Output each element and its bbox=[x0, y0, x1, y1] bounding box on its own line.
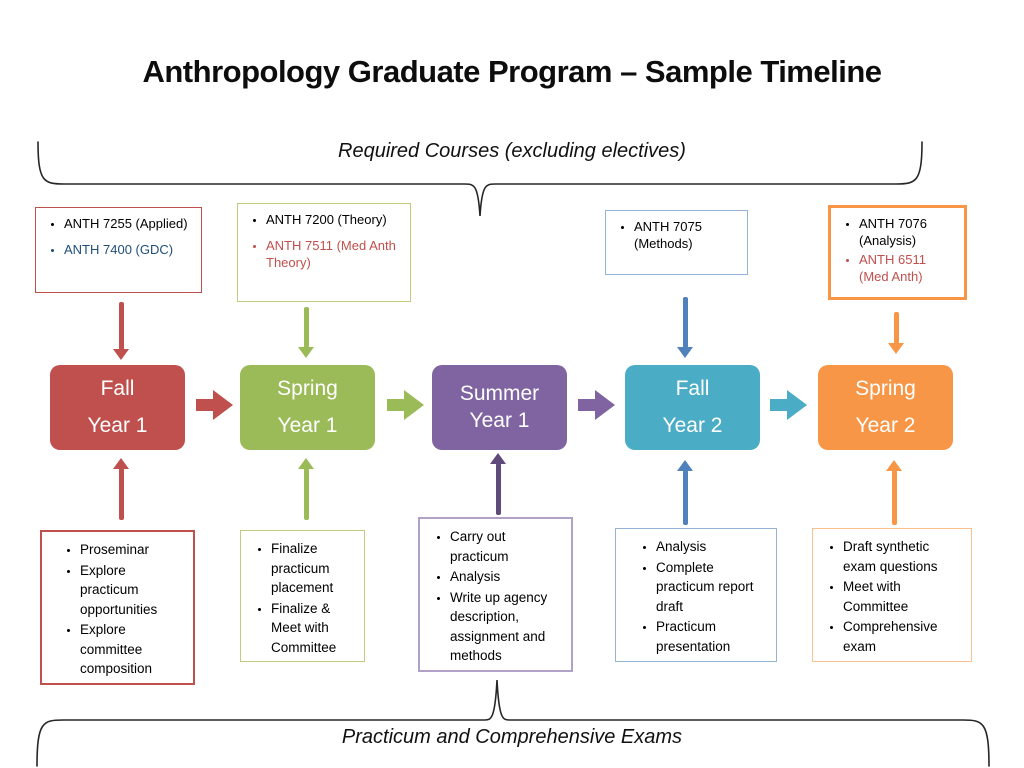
required-courses-label: Required Courses (excluding electives) bbox=[338, 140, 686, 162]
arrow-courses-to-spring-y2 bbox=[888, 312, 904, 354]
task-item: Analysis bbox=[656, 537, 770, 557]
arrow-courses-to-spring-y1 bbox=[298, 307, 314, 358]
course-item: ANTH 7511 (Med Anth Theory) bbox=[266, 238, 404, 272]
arrow-tasks-to-fall-y2 bbox=[677, 460, 693, 525]
task-item: Comprehensive exam bbox=[843, 617, 965, 656]
bottom-brace bbox=[36, 679, 990, 767]
course-box-spring-y2: ANTH 7076 (Analysis) ANTH 6511 (Med Anth… bbox=[828, 205, 967, 300]
timeline-box-spring-y2: Spring Year 2 bbox=[818, 365, 953, 450]
task-box-spring-y2: Draft synthetic exam questions Meet with… bbox=[812, 528, 972, 662]
task-box-summer-y1: Carry out practicum Analysis Write up ag… bbox=[418, 517, 573, 672]
course-item: ANTH 7075 (Methods) bbox=[634, 219, 741, 253]
practicum-exams-label: Practicum and Comprehensive Exams bbox=[341, 726, 683, 748]
task-item: Analysis bbox=[450, 567, 565, 587]
timeline-box-fall-y2: Fall Year 2 bbox=[625, 365, 760, 450]
task-item: Explore committee composition bbox=[80, 620, 187, 679]
arrow-spring-y1-to-summer-y1 bbox=[387, 390, 424, 420]
task-item: Carry out practicum bbox=[450, 527, 565, 566]
task-item: Proseminar bbox=[80, 540, 187, 560]
task-item: Complete practicum report draft bbox=[656, 558, 770, 617]
task-item: Write up agency description, assignment … bbox=[450, 588, 565, 666]
task-item: Finalize practicum placement bbox=[271, 539, 358, 598]
course-item: ANTH 7076 (Analysis) bbox=[859, 216, 958, 250]
task-item: Finalize & Meet with Committee bbox=[271, 599, 358, 658]
task-item: Meet with Committee bbox=[843, 577, 965, 616]
task-box-spring-y1: Finalize practicum placement Finalize & … bbox=[240, 530, 365, 662]
arrow-tasks-to-spring-y2 bbox=[886, 460, 902, 525]
course-box-spring-y1: ANTH 7200 (Theory) ANTH 7511 (Med Anth T… bbox=[237, 203, 411, 302]
course-item: ANTH 7255 (Applied) bbox=[64, 216, 195, 233]
course-item: ANTH 7400 (GDC) bbox=[64, 242, 195, 259]
task-item: Draft synthetic exam questions bbox=[843, 537, 965, 576]
timeline-box-summer-y1: Summer Year 1 bbox=[432, 365, 567, 450]
arrow-tasks-to-fall-y1 bbox=[113, 458, 129, 520]
timeline-box-spring-y1: Spring Year 1 bbox=[240, 365, 375, 450]
arrow-courses-to-fall-y1 bbox=[113, 302, 129, 360]
arrow-tasks-to-summer-y1 bbox=[490, 453, 506, 515]
arrow-courses-to-fall-y2 bbox=[677, 297, 693, 358]
page-title: Anthropology Graduate Program – Sample T… bbox=[142, 54, 882, 89]
task-box-fall-y1: Proseminar Explore practicum opportuniti… bbox=[40, 530, 195, 685]
course-box-fall-y1: ANTH 7255 (Applied) ANTH 7400 (GDC) bbox=[35, 207, 202, 293]
top-brace bbox=[37, 141, 923, 217]
arrow-fall-y1-to-spring-y1 bbox=[196, 390, 233, 420]
task-box-fall-y2: Analysis Complete practicum report draft… bbox=[615, 528, 777, 662]
task-item: Practicum presentation bbox=[656, 617, 770, 656]
task-item: Explore practicum opportunities bbox=[80, 561, 187, 620]
course-item: ANTH 6511 (Med Anth) bbox=[859, 252, 958, 286]
course-item: ANTH 7200 (Theory) bbox=[266, 212, 404, 229]
timeline-box-fall-y1: Fall Year 1 bbox=[50, 365, 185, 450]
course-box-fall-y2: ANTH 7075 (Methods) bbox=[605, 210, 748, 275]
arrow-tasks-to-spring-y1 bbox=[298, 458, 314, 520]
arrow-summer-y1-to-fall-y2 bbox=[578, 390, 615, 420]
arrow-fall-y2-to-spring-y2 bbox=[770, 390, 807, 420]
